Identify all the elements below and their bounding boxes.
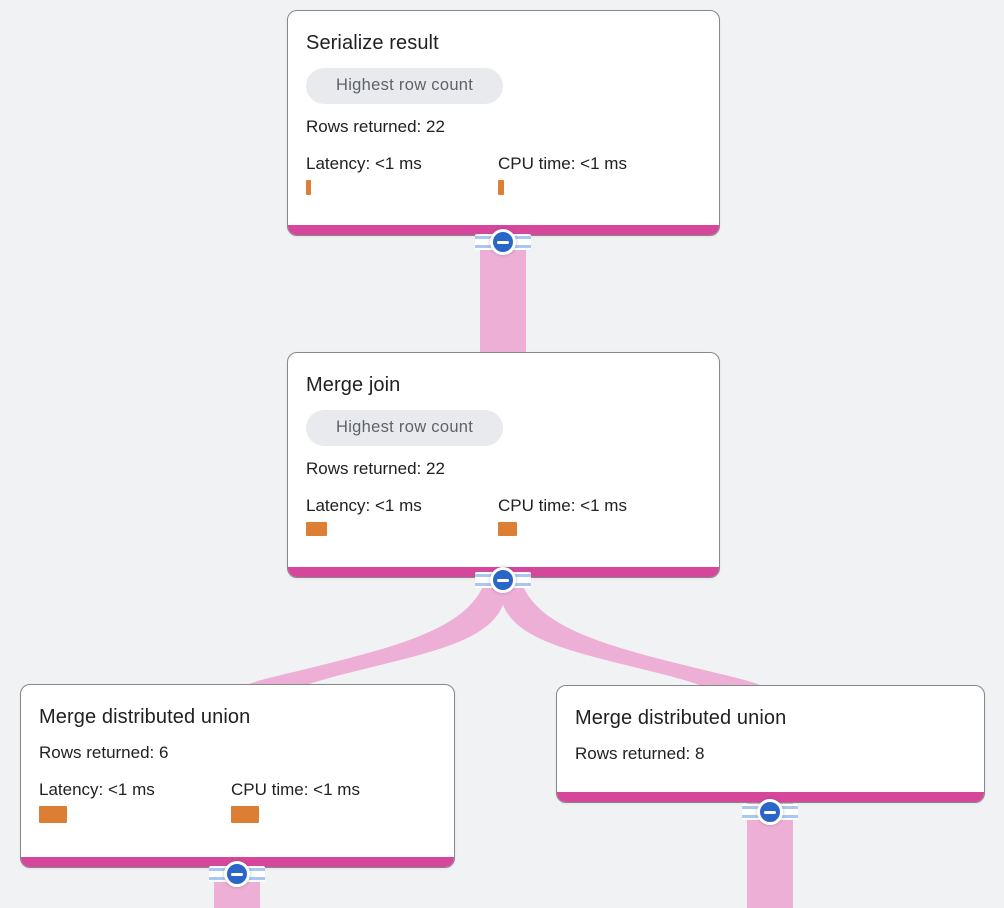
collapse-edge-button-serialize[interactable] xyxy=(475,228,531,256)
node-title: Merge join xyxy=(306,374,401,396)
latency-label: Latency: <1 ms xyxy=(306,153,422,173)
cpu-time-label: CPU time: <1 ms xyxy=(498,153,627,173)
collapse-edge-button-merge-join[interactable] xyxy=(475,566,531,594)
cpu-time-label: CPU time: <1 ms xyxy=(498,495,627,515)
rows-returned-label: Rows returned: 8 xyxy=(575,744,705,763)
rows-returned-label: Rows returned: 22 xyxy=(306,458,445,478)
plan-node-serialize-result[interactable]: Serialize result Highest row count Rows … xyxy=(287,10,720,236)
highest-row-count-badge: Highest row count xyxy=(306,68,504,104)
minus-circle xyxy=(490,567,516,593)
latency-bar xyxy=(306,179,311,195)
latency-label: Latency: <1 ms xyxy=(39,780,155,800)
minus-circle xyxy=(757,799,783,825)
edge-serialize-to-merge-join xyxy=(480,234,526,356)
minus-circle xyxy=(224,861,250,887)
minus-icon xyxy=(497,578,509,582)
cpu-time-bar xyxy=(231,806,259,824)
minus-icon xyxy=(764,810,776,814)
cpu-time-bar xyxy=(498,179,504,195)
rows-returned-label: Rows returned: 22 xyxy=(306,116,445,136)
metrics-row: Latency: <1 ms CPU time: <1 ms xyxy=(306,495,701,536)
cpu-time-bar xyxy=(498,521,517,536)
minus-icon xyxy=(497,240,509,244)
minus-circle xyxy=(490,229,516,255)
node-title: Serialize result xyxy=(306,32,439,54)
edge-right-union-to-child xyxy=(747,797,793,908)
collapse-edge-button-right-union[interactable] xyxy=(742,798,798,826)
node-title: Merge distributed union xyxy=(575,707,787,729)
plan-node-merge-join[interactable]: Merge join Highest row count Rows return… xyxy=(287,352,720,578)
latency-bar xyxy=(306,521,327,536)
rows-returned-label: Rows returned: 6 xyxy=(39,743,169,762)
latency-bar xyxy=(39,806,67,824)
node-bottom-accent xyxy=(557,792,984,802)
plan-node-merge-distributed-union-right[interactable]: Merge distributed union Rows returned: 8 xyxy=(556,685,985,803)
metrics-row: Latency: <1 ms CPU time: <1 ms xyxy=(39,779,436,824)
cpu-time-label: CPU time: <1 ms xyxy=(231,780,360,800)
node-title: Merge distributed union xyxy=(39,706,251,728)
collapse-edge-button-left-union[interactable] xyxy=(209,860,265,888)
highest-row-count-badge: Highest row count xyxy=(306,410,504,446)
plan-node-merge-distributed-union-left[interactable]: Merge distributed union Rows returned: 6… xyxy=(20,684,455,868)
metrics-row: Latency: <1 ms CPU time: <1 ms xyxy=(306,153,701,195)
latency-label: Latency: <1 ms xyxy=(306,495,422,515)
minus-icon xyxy=(231,872,243,876)
